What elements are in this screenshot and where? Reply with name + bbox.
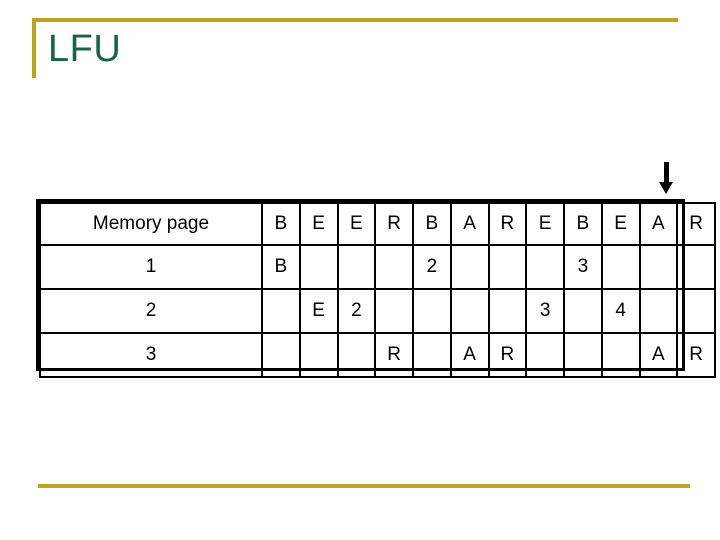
cell-r1-c8 bbox=[525, 244, 565, 290]
cell-r3-c8 bbox=[525, 332, 565, 378]
cell-r3-c5 bbox=[412, 332, 452, 378]
cell-r1-c11 bbox=[638, 244, 679, 290]
cell-r3-c4: R bbox=[374, 332, 414, 378]
cell-r2-c4 bbox=[374, 288, 414, 334]
cell-r1-c5: 2 bbox=[412, 244, 452, 290]
reference-string-cell-2: E bbox=[298, 202, 339, 246]
cell-r2-c2: E bbox=[298, 288, 339, 334]
arrow-head bbox=[659, 182, 673, 194]
cell-r2-c8: 3 bbox=[525, 288, 565, 334]
cell-r3-c7: R bbox=[487, 332, 528, 378]
cell-r3-c10 bbox=[600, 332, 641, 378]
cell-r1-c3 bbox=[336, 244, 377, 290]
page-title: LFU bbox=[48, 28, 122, 70]
cell-r2-c7 bbox=[487, 288, 528, 334]
cell-r2-c12 bbox=[676, 288, 716, 334]
cell-r3-c2 bbox=[298, 332, 339, 378]
row-label-frame-1: 1 bbox=[39, 244, 263, 290]
row-label-frame-3: 3 bbox=[39, 332, 263, 378]
cell-r2-c6 bbox=[449, 288, 490, 334]
cell-r2-c11 bbox=[638, 288, 679, 334]
column-header-memory-page: Memory page bbox=[39, 202, 263, 246]
footer-rule bbox=[38, 484, 690, 488]
cell-r3-c3 bbox=[336, 332, 377, 378]
reference-string-cell-8: E bbox=[525, 202, 565, 246]
reference-string-cell-9: B bbox=[563, 202, 603, 246]
cell-r1-c7 bbox=[487, 244, 528, 290]
title-rule-horizontal bbox=[32, 18, 678, 22]
cell-r2-c9 bbox=[563, 288, 603, 334]
cell-r2-c3: 2 bbox=[336, 288, 377, 334]
cell-r3-c6: A bbox=[449, 332, 490, 378]
row-label-frame-2: 2 bbox=[39, 288, 263, 334]
reference-string-cell-4: R bbox=[374, 202, 414, 246]
reference-string-cell-12: R bbox=[676, 202, 716, 246]
title-rule-vertical bbox=[32, 18, 36, 78]
cell-r1-c6 bbox=[449, 244, 490, 290]
cell-r3-c12: R bbox=[676, 332, 716, 378]
cell-r3-c11: A bbox=[638, 332, 679, 378]
cell-r1-c10 bbox=[600, 244, 641, 290]
reference-string-cell-6: A bbox=[449, 202, 490, 246]
reference-string-cell-7: R bbox=[487, 202, 528, 246]
reference-string-cell-11: A bbox=[638, 202, 679, 246]
cell-r1-c12 bbox=[676, 244, 716, 290]
reference-string-cell-5: B bbox=[412, 202, 452, 246]
arrow-shaft bbox=[664, 162, 669, 184]
arrow-down-icon bbox=[655, 162, 677, 196]
cell-r1-c9: 3 bbox=[563, 244, 603, 290]
cell-r2-c1 bbox=[261, 288, 301, 334]
cell-r1-c4 bbox=[374, 244, 414, 290]
reference-string-cell-1: B bbox=[261, 202, 301, 246]
cell-r3-c1 bbox=[261, 332, 301, 378]
cell-r3-c9 bbox=[563, 332, 603, 378]
cell-r2-c5 bbox=[412, 288, 452, 334]
cell-r1-c2 bbox=[298, 244, 339, 290]
cell-r2-c10: 4 bbox=[600, 288, 641, 334]
cell-r1-c1: B bbox=[261, 244, 301, 290]
reference-string-cell-10: E bbox=[600, 202, 641, 246]
reference-string-cell-3: E bbox=[336, 202, 377, 246]
